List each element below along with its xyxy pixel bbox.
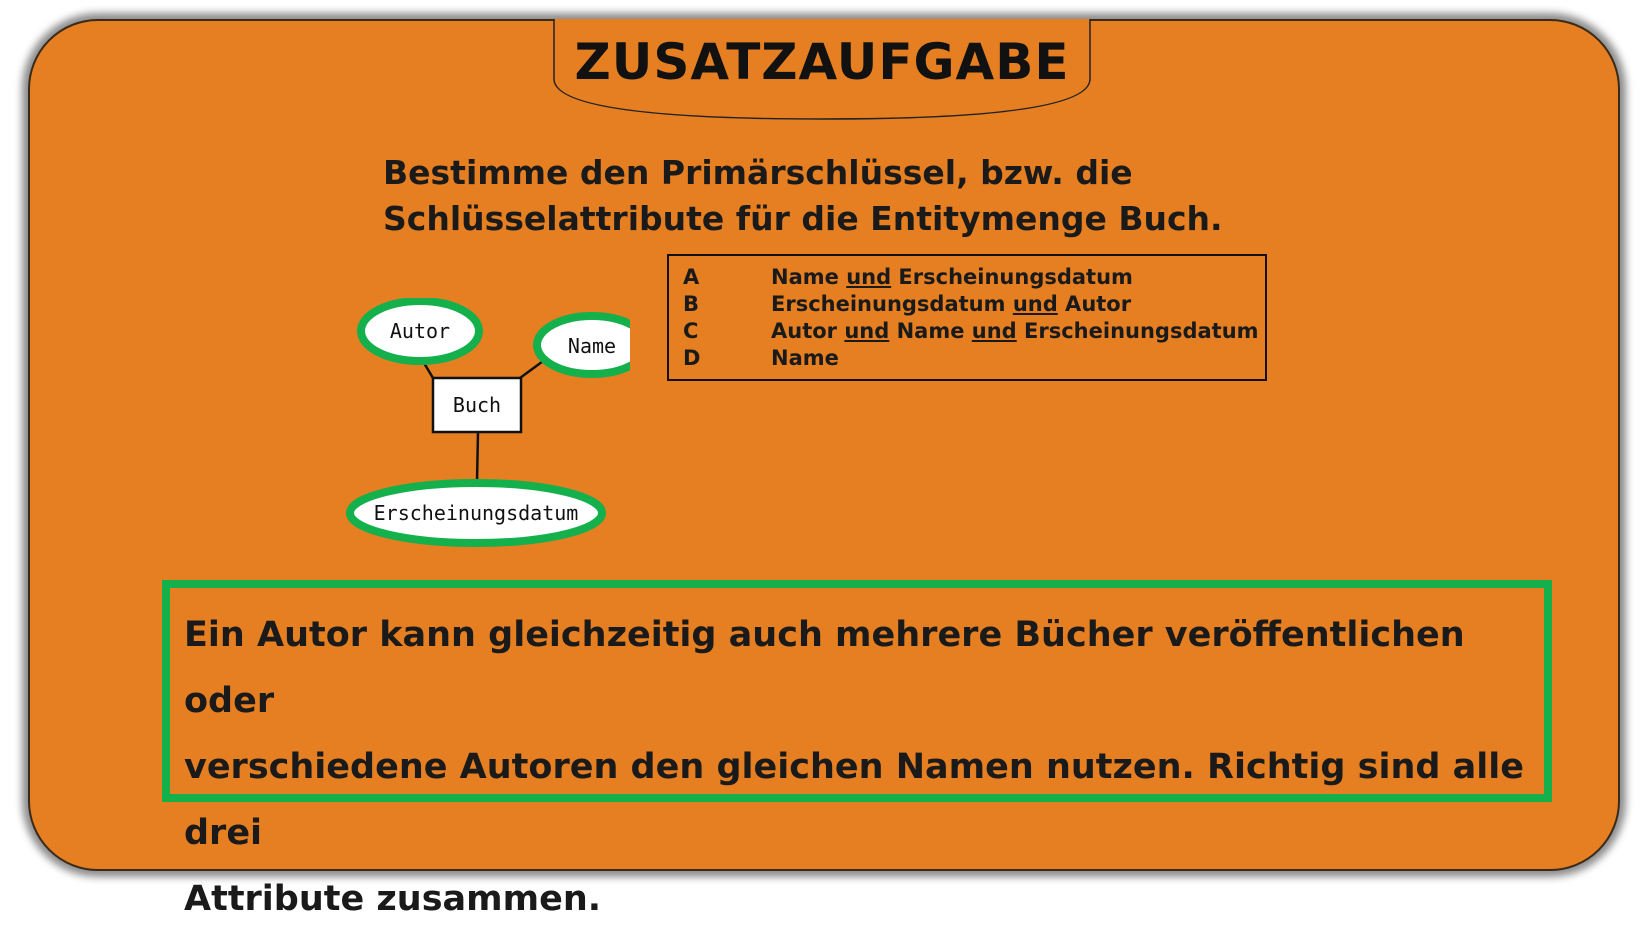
option-part-underlined: und [846,265,892,289]
attribute-erscheinungsdatum-ellipse [346,479,606,547]
option-part: Name [771,265,847,289]
entity-buch-label: Buch [452,393,502,417]
er-diagram: Autor Name Buch Erscheinungsdatum [330,298,630,578]
option-part-underlined: und [1012,292,1058,316]
attribute-autor-ellipse [357,298,483,365]
connector-buch-erscheinungsdatum [475,431,480,483]
question-line-1: Bestimme den Primärschlüssel, bzw. die [383,153,1133,192]
option-text: Name und Erscheinungsdatum [771,265,1133,289]
option-part: Autor [1057,292,1132,316]
option-part-underlined: und [971,319,1017,343]
option-text: Autor und Name und Erscheinungsdatum [771,319,1259,343]
option-text: Erscheinungsdatum und Autor [771,292,1131,316]
entity-buch-rect [431,376,523,434]
option-text: Name [771,346,839,370]
attribute-erscheinungsdatum-label: Erscheinungsdatum [373,501,579,525]
option-letter: A [683,265,700,289]
option-a: A Name und Erscheinungsdatum [683,264,1265,291]
page-title: ZUSATZAUFGABE [574,33,1070,91]
er-diagram-shapes [346,298,630,547]
option-letter: D [683,346,701,370]
question-line-2: Schlüsselattribute für die Entitymenge B… [383,199,1223,238]
option-part: Autor [771,319,845,343]
question-text: Bestimme den Primärschlüssel, bzw. die S… [383,150,1283,242]
option-part: Erscheinungsdatum [891,265,1133,289]
option-part: Erscheinungsdatum [771,292,1013,316]
answer-options-box: A Name und Erscheinungsdatum B Erscheinung… [667,254,1267,381]
option-part: Erscheinungsdatum [1016,319,1259,343]
attribute-autor-label: Autor [389,319,451,343]
answer-box: Ein Autor kann gleichzeitig auch mehrere… [162,580,1552,919]
title-tab-shape [553,19,1091,120]
option-part-underlined: und [844,319,890,343]
slide-panel [28,19,1620,871]
option-letter: B [683,292,700,316]
option-c: C Autor und Name und Erscheinungsdatum [683,318,1265,345]
answer-line-2: verschiedene Autoren den gleichen Namen … [184,747,1524,853]
answer-text: Ein Autor kann gleichzeitig auch mehrere… [184,602,1544,932]
option-d: D Name [683,345,1265,372]
option-b: B Erscheinungsdatum und Autor [683,291,1265,318]
attribute-name-label: Name [567,334,617,358]
answer-line-3: Attribute zusammen. [184,879,602,919]
attribute-name-ellipse [533,312,630,378]
option-part: Name [771,346,839,370]
answer-line-1: Ein Autor kann gleichzeitig auch mehrere… [184,615,1465,721]
option-part: Name [889,319,972,343]
title-tab: ZUSATZAUFGABE [552,19,1092,121]
option-letter: C [683,319,699,343]
